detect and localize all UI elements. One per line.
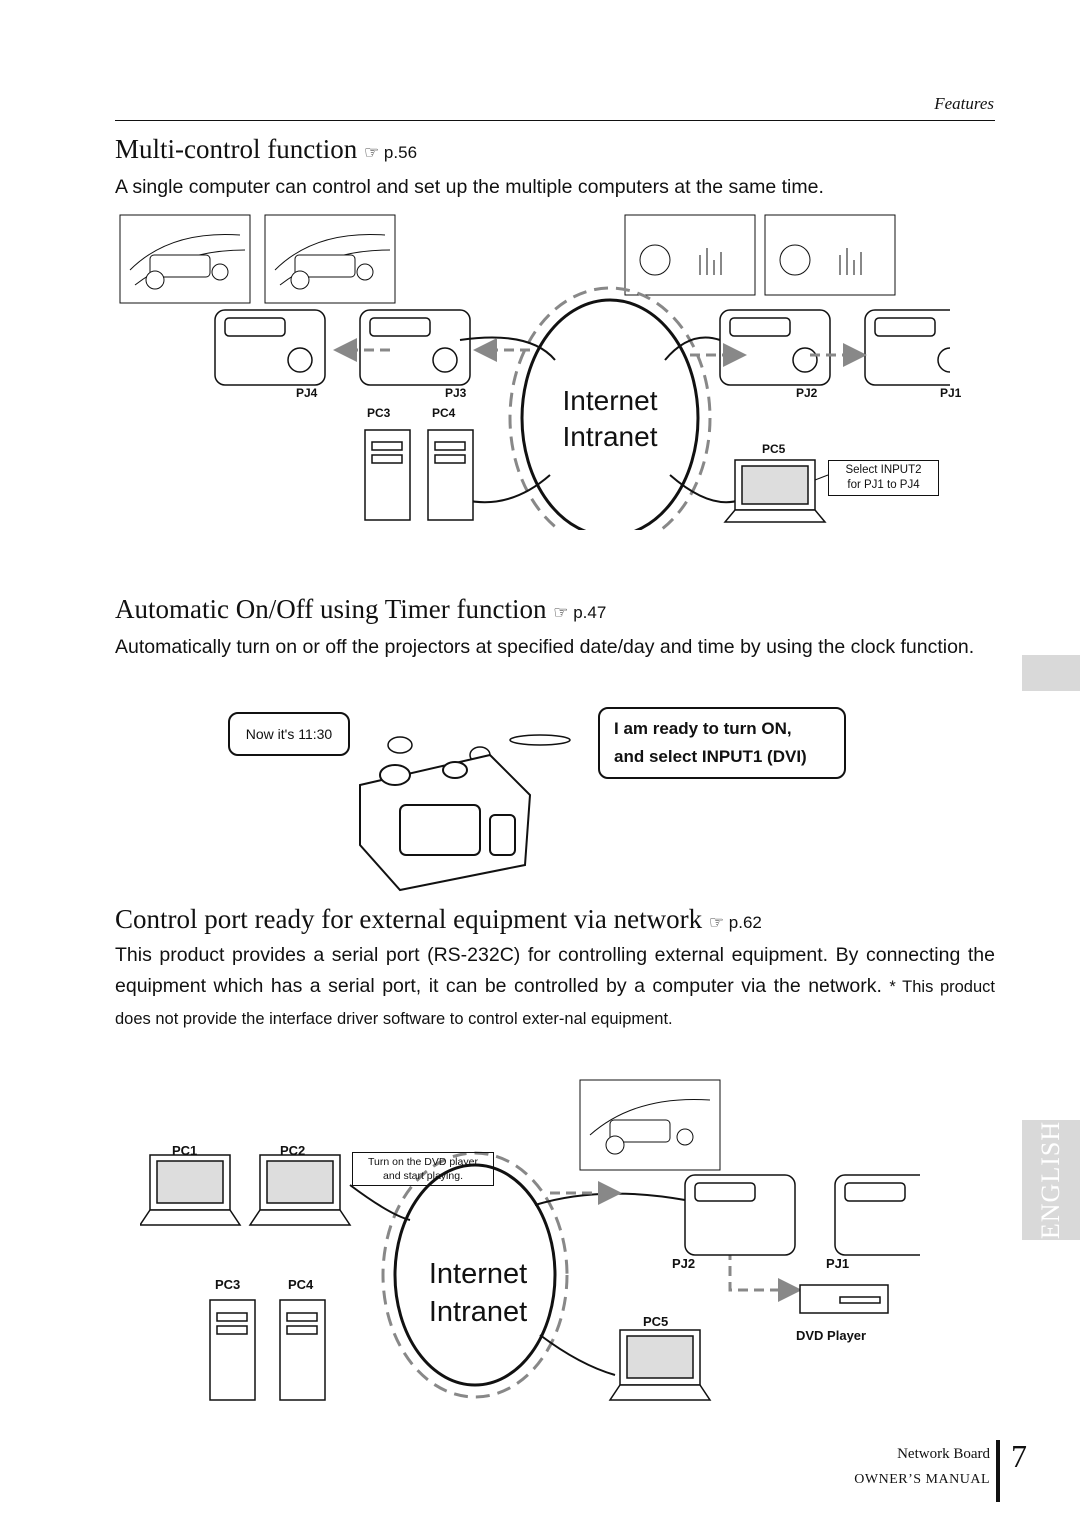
footer-manual: OWNER’S MANUAL bbox=[854, 1472, 990, 1487]
control-desc-main: This product provides a serial port (RS-… bbox=[115, 944, 995, 997]
label-pj2: PJ2 bbox=[796, 386, 818, 400]
callout-select-input: Select INPUT2 for PJ1 to PJ4 bbox=[828, 460, 939, 496]
screen-pj2 bbox=[624, 214, 756, 296]
projector-pj1 bbox=[834, 1174, 920, 1256]
control-port-diagram bbox=[140, 1079, 920, 1401]
label-pj4: PJ4 bbox=[296, 386, 318, 400]
language-tab-label: ENGLISH bbox=[1036, 1120, 1065, 1240]
screen-pj4 bbox=[119, 214, 251, 304]
heading-text: Control port ready for external equipmen… bbox=[115, 904, 703, 934]
page-ref[interactable]: ☞ p.56 bbox=[363, 143, 418, 162]
section-label: Features bbox=[934, 94, 994, 113]
label-pc3: PC3 bbox=[367, 406, 391, 420]
language-tab bbox=[1022, 1120, 1080, 1240]
callout-dvd: Turn on the DVD player and start playing… bbox=[352, 1152, 494, 1186]
projector-pj4 bbox=[214, 309, 326, 386]
label-pc5: PC5 bbox=[762, 442, 786, 456]
speech-line-2: and select INPUT1 (DVI) bbox=[614, 747, 807, 766]
heading-timer: Automatic On/Off using Timer function ☞ … bbox=[115, 594, 606, 625]
multi-desc: A single computer can control and set up… bbox=[115, 176, 824, 198]
page-number: 7 bbox=[1011, 1438, 1027, 1474]
side-tab-blank bbox=[1022, 655, 1080, 691]
page-ref[interactable]: ☞ p.62 bbox=[708, 913, 762, 932]
label-pc5: PC5 bbox=[643, 1314, 669, 1329]
label-pc4: PC4 bbox=[288, 1277, 314, 1292]
label-pj1: PJ1 bbox=[826, 1256, 850, 1271]
screen-pj1 bbox=[764, 214, 896, 296]
laptop-pc1 bbox=[140, 1154, 242, 1226]
heading-multi-control: Multi-control function ☞ p.56 bbox=[115, 134, 417, 165]
label-pc4: PC4 bbox=[432, 406, 456, 420]
projector-pj2 bbox=[684, 1174, 796, 1256]
projector-pj3 bbox=[359, 309, 471, 386]
network-label: Internet Intranet bbox=[408, 1255, 548, 1331]
callout-line-2: and start playing. bbox=[383, 1170, 463, 1182]
network-label: Internet Intranet bbox=[540, 383, 680, 455]
callout-line-1: Turn on the DVD player bbox=[368, 1156, 478, 1168]
clock-bubble: Now it's 11:30 bbox=[228, 712, 350, 756]
label-pc2: PC2 bbox=[280, 1143, 306, 1158]
network-label-internet: Internet bbox=[428, 1258, 528, 1290]
timer-projector-illustration bbox=[359, 734, 571, 892]
page-ref[interactable]: ☞ p.47 bbox=[553, 603, 607, 622]
heading-control-port: Control port ready for external equipmen… bbox=[115, 904, 762, 935]
heading-text: Multi-control function bbox=[115, 134, 358, 164]
pc-tower-pc4 bbox=[427, 429, 474, 521]
callout-line-1: Select INPUT2 bbox=[845, 464, 922, 476]
header-rule bbox=[115, 120, 995, 121]
pc-tower-pc3 bbox=[209, 1299, 256, 1401]
speech-bubble: I am ready to turn ON, and select INPUT1… bbox=[598, 707, 846, 779]
screen-pj3 bbox=[264, 214, 396, 304]
label-pc1: PC1 bbox=[172, 1143, 198, 1158]
control-desc-note: * This product does not provide the inte… bbox=[115, 978, 995, 1028]
projector-pj1 bbox=[864, 309, 950, 386]
multi-control-diagram bbox=[119, 214, 950, 530]
control-desc: This product provides a serial port (RS-… bbox=[115, 940, 995, 1035]
pc-tower-pc3 bbox=[364, 429, 411, 521]
footer-bar bbox=[996, 1440, 1000, 1502]
heading-text: Automatic On/Off using Timer function bbox=[115, 594, 547, 624]
label-pj2: PJ2 bbox=[672, 1256, 696, 1271]
label-dvd: DVD Player bbox=[796, 1328, 867, 1343]
network-ring bbox=[508, 286, 712, 530]
network-label-internet: Internet bbox=[562, 385, 658, 416]
label-pj3: PJ3 bbox=[445, 386, 467, 400]
network-label-intranet: Intranet bbox=[562, 421, 658, 452]
screen-dvd bbox=[579, 1079, 721, 1171]
dvd-player bbox=[799, 1284, 889, 1314]
laptop-pc5 bbox=[608, 1329, 712, 1401]
footer-product: Network Board bbox=[897, 1446, 990, 1462]
timer-desc: Automatically turn on or off the project… bbox=[115, 636, 975, 658]
speech-line-1: I am ready to turn ON, bbox=[614, 719, 792, 738]
laptop-pc2 bbox=[248, 1154, 352, 1226]
label-pj1: PJ1 bbox=[940, 386, 962, 400]
network-label-intranet: Intranet bbox=[428, 1296, 528, 1328]
laptop-pc5 bbox=[723, 459, 827, 523]
pc-tower-pc4 bbox=[279, 1299, 326, 1401]
label-pc3: PC3 bbox=[215, 1277, 241, 1292]
callout-line-2: for PJ1 to PJ4 bbox=[847, 479, 920, 491]
projector-pj2 bbox=[719, 309, 831, 386]
